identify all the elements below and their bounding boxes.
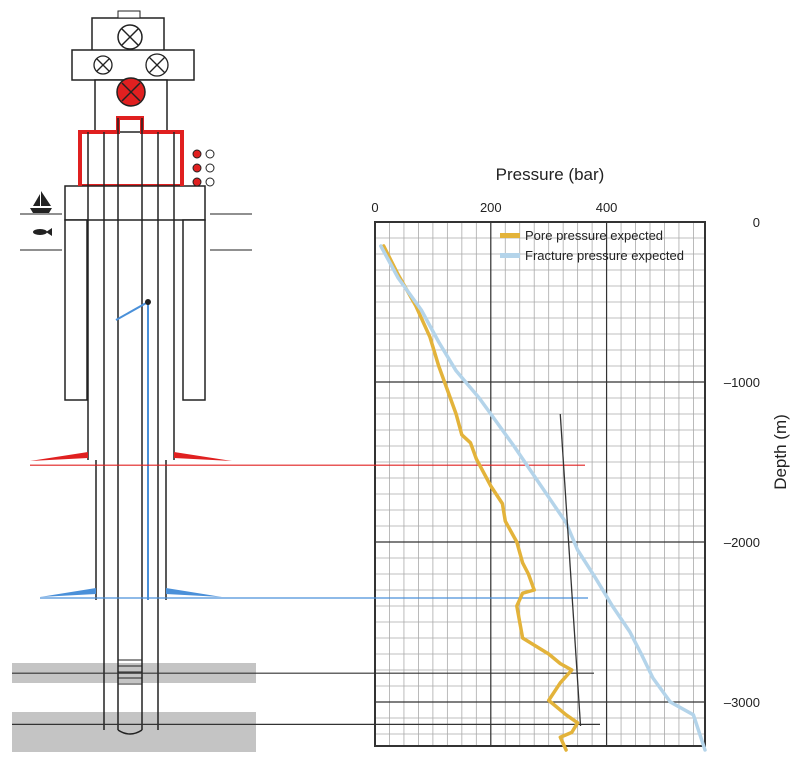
- legend-swatch-fracture: [500, 253, 520, 258]
- valve-icon: [192, 177, 202, 187]
- depth-markers: [12, 464, 600, 726]
- y-tick-labels: 0 –1000 –2000 –3000: [724, 215, 760, 710]
- y-tick-label: 0: [753, 215, 760, 230]
- legend-swatch-pore: [500, 233, 520, 238]
- x-tick-label: 0: [371, 200, 378, 215]
- trend-line: [559, 413, 582, 727]
- x-tick-label: 200: [480, 200, 502, 215]
- y-tick-label: –1000: [724, 375, 760, 390]
- series-layer: [379, 244, 707, 752]
- plot-frame: [374, 221, 706, 747]
- valve-icon: [192, 163, 202, 173]
- x-tick-label: 400: [596, 200, 618, 215]
- fish-icon: [33, 228, 52, 236]
- y-tick-label: –3000: [724, 695, 760, 710]
- legend-label-pore: Pore pressure expected: [525, 228, 663, 243]
- x-tick-labels: 0 200 400: [371, 200, 617, 215]
- x-axis-title: Pressure (bar): [496, 165, 605, 184]
- rock-layer-lower: [12, 712, 256, 752]
- series-line-pore-pressure: [381, 244, 580, 752]
- y-axis-title: Depth (m): [771, 414, 790, 490]
- boat-icon: [30, 191, 52, 213]
- legend: Pore pressure expected Fracture pressure…: [500, 228, 684, 263]
- series-line-fracture-pressure: [379, 244, 707, 752]
- legend-label-fracture: Fracture pressure expected: [525, 248, 684, 263]
- valve-icon: [192, 149, 202, 159]
- well-schematic: [12, 10, 256, 752]
- y-tick-label: –2000: [724, 535, 760, 550]
- trend-layer: [559, 413, 582, 727]
